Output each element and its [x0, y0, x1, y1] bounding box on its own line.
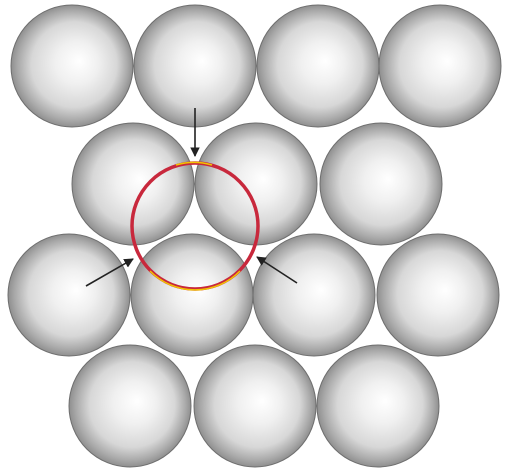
- sphere: [320, 123, 442, 245]
- sphere-row-1: [11, 5, 501, 127]
- sphere: [195, 123, 317, 245]
- sphere: [69, 345, 191, 467]
- sphere: [253, 234, 375, 356]
- sphere-row-4: [69, 345, 439, 467]
- sphere: [379, 5, 501, 127]
- sphere: [194, 345, 316, 467]
- sphere: [317, 345, 439, 467]
- sphere: [257, 5, 379, 127]
- sphere: [377, 234, 499, 356]
- sphere: [131, 234, 253, 356]
- sphere: [8, 234, 130, 356]
- sphere: [11, 5, 133, 127]
